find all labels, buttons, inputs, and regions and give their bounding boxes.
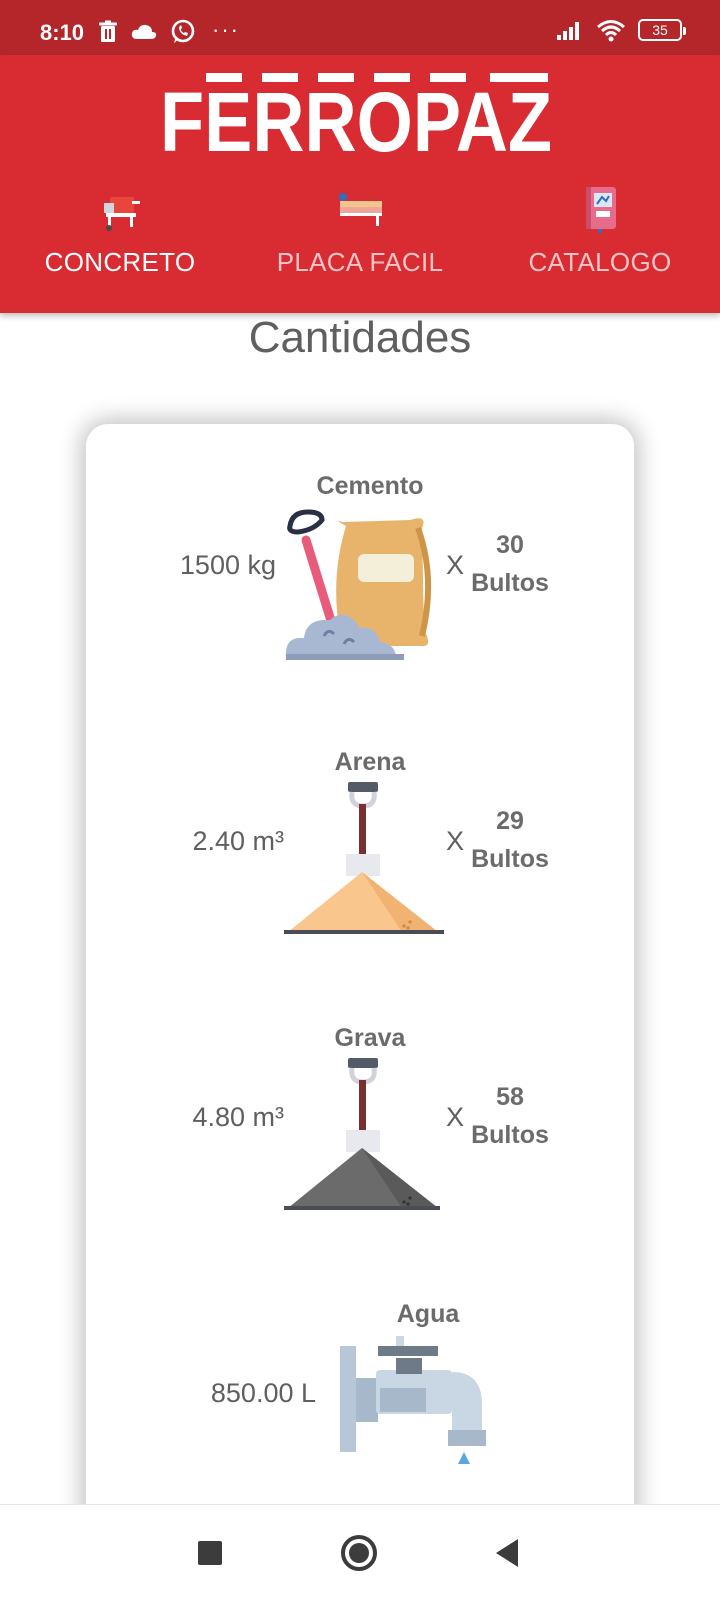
bags-unit: Bultos [471, 569, 549, 597]
item-quantity: 2.40 m³ [192, 826, 284, 856]
slab-icon [339, 193, 382, 226]
bags-count: 58 [496, 1083, 524, 1111]
multiplier-sign: X [446, 826, 465, 856]
tab-catalogo[interactable]: CATALOGO [480, 185, 720, 305]
recent-apps-icon[interactable] [184, 1527, 236, 1579]
concrete-mixer-icon [104, 197, 140, 231]
back-icon[interactable] [482, 1527, 534, 1579]
battery-icon: 35 [638, 19, 686, 41]
quantities-card: Cemento 1500 kg X 30 Bultos Arena 2.40 m… [86, 424, 634, 1600]
app-header: FERROPAZ CONCRETO [0, 55, 720, 313]
more-notifications: ··· [212, 17, 240, 42]
catalog-book-icon [586, 187, 616, 233]
tab-concreto[interactable]: CONCRETO [0, 185, 240, 305]
cloud-icon [131, 24, 157, 39]
tab-placa-facil[interactable]: PLACA FACIL [240, 185, 480, 305]
item-name: Grava [334, 1024, 406, 1052]
multiplier-sign: X [446, 550, 465, 580]
item-name: Agua [396, 1300, 460, 1328]
whatsapp-icon [171, 19, 195, 43]
bags-unit: Bultos [471, 1121, 549, 1149]
trash-icon [99, 20, 117, 42]
bags-count: 29 [496, 807, 524, 835]
page-title: Cantidades [248, 313, 472, 362]
gravel-pile-icon [284, 1058, 440, 1210]
system-status-icons: 35 [556, 18, 686, 42]
bags-unit: Bultos [471, 845, 549, 873]
sand-pile-icon [284, 782, 444, 934]
signal-icon [557, 22, 579, 40]
home-icon[interactable] [333, 1527, 385, 1579]
item-name: Cemento [316, 472, 424, 500]
multiplier-sign: X [446, 1102, 465, 1132]
status-bar: 8:10 ··· 35 [0, 0, 720, 55]
status-time: 8:10 [40, 20, 85, 45]
water-faucet-icon [340, 1336, 486, 1464]
notification-icons [98, 19, 196, 45]
system-nav-bar [0, 1504, 720, 1600]
cement-bag-icon [285, 509, 432, 660]
wifi-icon [597, 20, 625, 42]
item-quantity: 1500 kg [179, 550, 276, 580]
bags-count: 30 [496, 531, 524, 559]
tab-label-catalogo: CATALOGO [528, 247, 672, 277]
item-quantity: 4.80 m³ [192, 1102, 284, 1132]
tab-label-concreto: CONCRETO [44, 247, 196, 277]
logo-text: FERROPAZ [160, 75, 552, 163]
item-name: Arena [334, 748, 406, 776]
tab-label-placa-facil: PLACA FACIL [276, 247, 444, 277]
ferropaz-logo: FERROPAZ [160, 73, 552, 163]
item-quantity: 850.00 L [210, 1378, 316, 1408]
